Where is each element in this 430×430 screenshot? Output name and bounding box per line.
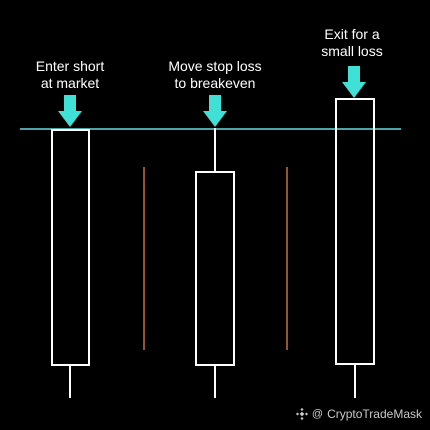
annotation-line: Exit for a [324,26,380,42]
annotation-line: to breakeven [174,75,256,91]
annotation-line: at market [40,75,100,91]
watermark: @ CryptoTradeMask [295,407,422,421]
annotation-line: Enter short [35,58,105,74]
annotation-line: Move stop loss [168,58,262,74]
candle-3-body [335,98,375,365]
candle-1 [51,129,90,398]
candle-2 [195,128,235,398]
candle-3 [335,98,375,398]
down-arrow-icon [342,66,366,98]
annotation-enter-short: Enter short at market [10,58,130,92]
annotation-move-stop: Move stop loss to breakeven [150,58,280,92]
binance-logo-icon [295,408,308,420]
watermark-text: CryptoTradeMask [327,407,422,421]
annotation-exit-loss: Exit for a small loss [292,26,412,60]
annotation-line: small loss [321,43,383,59]
candle-2-body [195,171,235,366]
down-arrow-icon [58,95,82,127]
watermark-at: @ [311,408,324,420]
candle-1-body [51,129,90,366]
down-arrow-icon [203,95,227,127]
